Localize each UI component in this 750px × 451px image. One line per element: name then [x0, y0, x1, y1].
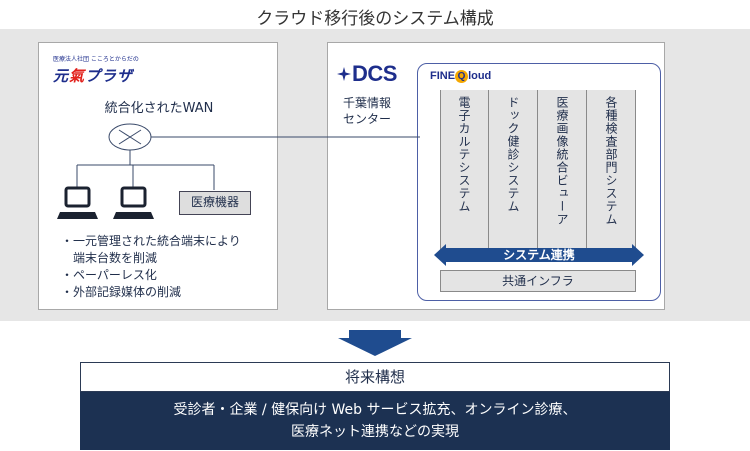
- system-link-arrow: システム連携: [434, 244, 644, 266]
- system-link-label: システム連携: [503, 248, 575, 262]
- datacenter-label: 千葉情報 センター: [338, 95, 396, 127]
- benefit-item: ・一元管理された統合端末により: [61, 234, 241, 248]
- system-column: 電子カルテシステム: [440, 90, 489, 258]
- dcs-logo-text: DCS: [352, 61, 397, 86]
- down-arrow-icon: [338, 330, 412, 356]
- clinic-logo-prefix: 元: [53, 67, 70, 85]
- fineqloud-logo-suffix: loud: [468, 70, 492, 82]
- system-name: 医療画像統合ビューア: [555, 96, 569, 226]
- future-plan-heading: 将来構想: [80, 362, 670, 392]
- clinic-logo: 元氣プラザ: [53, 65, 133, 86]
- benefit-item: 端末台数を削減: [61, 251, 158, 265]
- system-name: ドック健診システム: [506, 96, 520, 213]
- system-column: 医療画像統合ビューア: [538, 90, 587, 258]
- wan-label: 統合化されたWAN: [104, 101, 214, 116]
- system-column: ドック健診システム: [489, 90, 538, 258]
- dcs-star-icon: [337, 67, 351, 81]
- dcs-logo: DCS: [336, 61, 397, 87]
- future-plan-line: 医療ネット連携などの実現: [291, 424, 459, 440]
- common-infra-box: 共通インフラ: [440, 270, 636, 292]
- system-columns: 電子カルテシステム ドック健診システム 医療画像統合ビューア 各種検査部門システ…: [440, 90, 636, 258]
- datacenter-label-line: 千葉情報: [342, 96, 391, 110]
- cloud-q-icon: Q: [455, 70, 469, 83]
- clinic-panel: 医療法人社団 こころとからだの 元氣プラザ 統合化されたWAN 医療機器 ・一元…: [38, 42, 278, 310]
- benefit-list: ・一元管理された統合端末により 端末台数を削減 ・ペーパーレス化 ・外部記録媒体…: [61, 233, 241, 301]
- clinic-logo-suffix: プラザ: [85, 67, 134, 85]
- system-column: 各種検査部門システム: [587, 90, 636, 258]
- future-plan-line: 受診者・企業 / 健保向け Web サービス拡充、オンライン診療、: [173, 402, 577, 418]
- double-arrow-icon: [434, 244, 644, 266]
- datacenter-label-line: センター: [342, 112, 391, 126]
- system-name: 電子カルテシステム: [457, 96, 471, 213]
- fineqloud-logo-prefix: FINE: [430, 70, 456, 82]
- benefit-item: ・外部記録媒体の削減: [61, 285, 182, 299]
- diagram-title: クラウド移行後のシステム構成: [256, 9, 494, 29]
- benefit-item: ・ペーパーレス化: [61, 268, 157, 282]
- system-name: 各種検査部門システム: [604, 96, 618, 226]
- clinic-logo-subtitle: 医療法人社団 こころとからだの: [53, 56, 139, 63]
- medical-device-box: 医療機器: [179, 191, 251, 215]
- clinic-logo-accent: 氣: [69, 67, 86, 85]
- future-plan-body: 受診者・企業 / 健保向け Web サービス拡充、オンライン診療、 医療ネット連…: [80, 392, 670, 450]
